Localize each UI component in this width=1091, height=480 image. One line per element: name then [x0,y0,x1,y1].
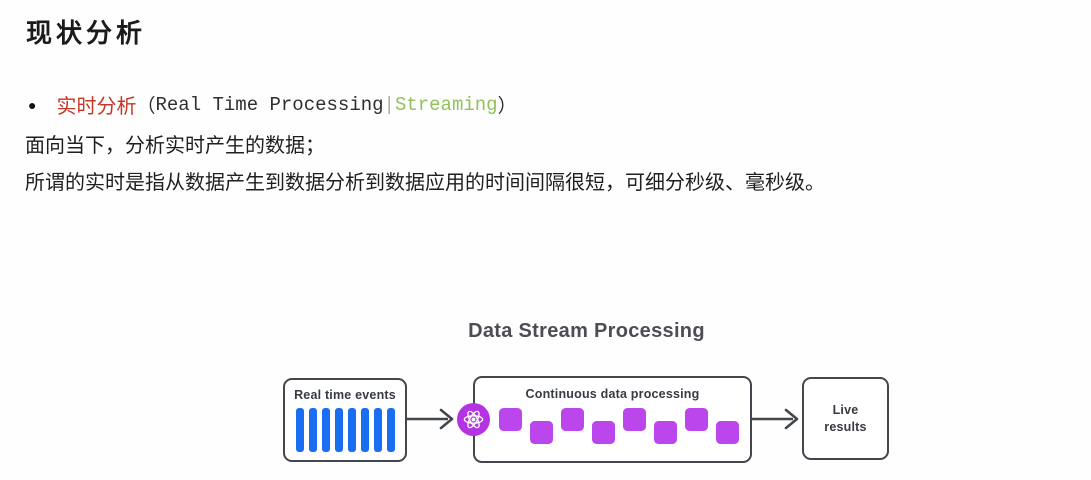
latin-real-time-processing: Real Time Processing [155,93,384,116]
square-shape [561,408,584,431]
bar-shape [373,408,382,452]
streaming-label: Streaming [394,93,498,116]
bar-shape [295,408,304,452]
square-shape [592,421,615,444]
arrow-right-icon [405,408,454,430]
term-realtime-analysis: 实时分析 [56,96,137,118]
square-shape [654,421,677,444]
node-real-time-events: Real time events [283,378,407,462]
bar-shape [321,408,330,452]
page-title: 现状分析 [26,18,147,48]
bar-shape [347,408,356,452]
paren-open: （ [136,96,156,118]
node-real-time-events-label: Real time events [294,388,396,402]
diagram-title: Data Stream Processing [468,320,705,342]
event-bars [285,408,405,452]
node-live-results: Live results [802,377,889,460]
processing-squares [499,408,739,444]
bar-shape [334,408,343,452]
bar-shape [308,408,317,452]
square-shape [623,408,646,431]
bar-shape [360,408,369,452]
arrow-right-icon [750,408,799,430]
square-shape [716,421,739,444]
paren-close: ） [497,96,517,118]
bullet-line: ● 实时分析 （ Real Time Processing | Streamin… [28,90,517,119]
paragraph-realtime-now: 面向当下，分析实时产生的数据； [25,135,325,157]
atom-icon [457,403,490,436]
pipe-separator: | [383,93,395,116]
square-shape [530,421,553,444]
square-shape [499,408,522,431]
node-continuous-data-processing: Continuous data processing [473,376,752,463]
bullet-icon: ● [28,96,37,113]
node-live-results-label: Live results [824,402,867,434]
square-shape [685,408,708,431]
node-continuous-data-processing-label: Continuous data processing [525,387,700,401]
paragraph-realtime-definition: 所谓的实时是指从数据产生到数据分析到数据应用的时间间隔很短，可细分秒级、毫秒级。 [25,172,825,194]
bar-shape [386,408,395,452]
